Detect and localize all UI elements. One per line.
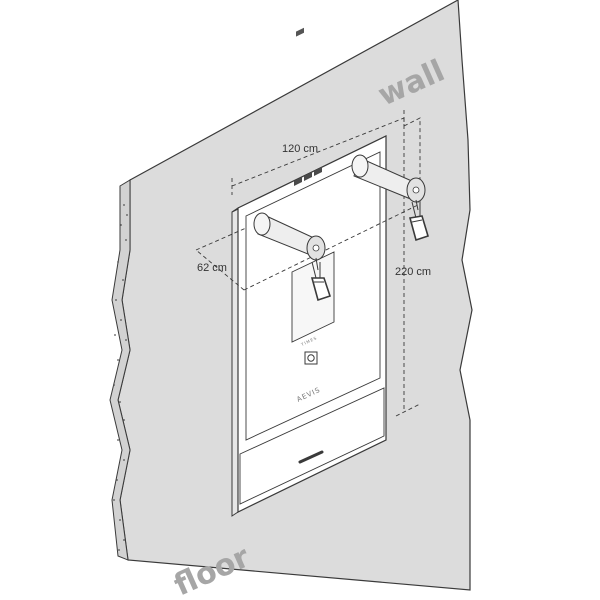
- device-side: [231, 207, 239, 517]
- roller-depth-guide: [403, 117, 421, 204]
- wall-edge: [109, 179, 131, 561]
- d-ring-handle-icon[interactable]: [408, 215, 429, 242]
- height-label: 220 cm: [395, 266, 431, 278]
- status-light-icons: [294, 27, 322, 186]
- roller-left-cap: [253, 212, 271, 236]
- device-upper-section: [245, 151, 381, 441]
- depth-guide: [195, 203, 421, 291]
- width-label: 120 cm: [282, 143, 318, 155]
- device-lower-section: [239, 387, 385, 505]
- lower-handle-slot: [298, 450, 324, 464]
- roller-arm-left: [253, 212, 332, 302]
- roller-arm-right: [351, 154, 429, 242]
- depth-label: 62 cm: [197, 262, 227, 274]
- height-guide: [395, 118, 421, 417]
- power-button-icon[interactable]: [304, 351, 318, 365]
- wall-edge-texture: [113, 204, 128, 551]
- dimension-guides: [195, 110, 421, 417]
- roller-right-cap: [351, 154, 369, 178]
- d-ring-handle-icon[interactable]: [310, 277, 332, 302]
